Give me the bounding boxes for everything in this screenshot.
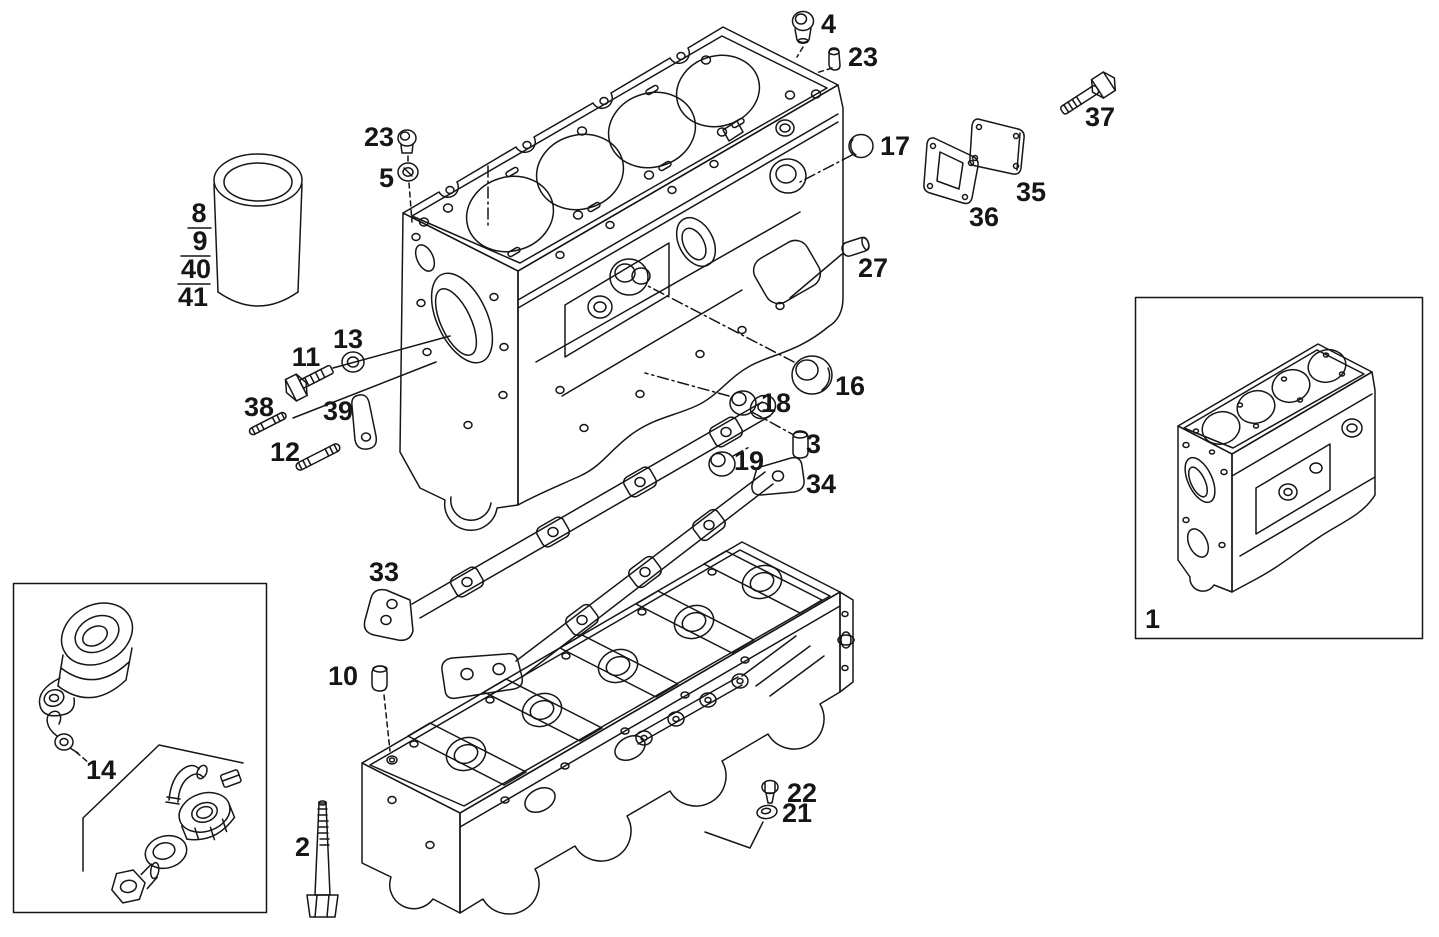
leader-lines — [75, 46, 853, 849]
crankcase-right-end — [837, 591, 855, 693]
callout-1: 1 — [1145, 604, 1160, 634]
part-12-stud — [295, 443, 341, 471]
part-14-washer — [144, 834, 188, 870]
callout-18: 18 — [761, 388, 791, 418]
part-11-bolt — [284, 364, 334, 402]
cylinder-block-top-face — [402, 26, 839, 272]
part-16-cup-plug — [791, 355, 833, 395]
part-21-washer — [756, 804, 778, 820]
part-35-cover-plate — [969, 118, 1025, 175]
part-19-cup-plug — [708, 451, 736, 477]
part-2-bolt — [306, 800, 339, 918]
callout-8: 8 — [191, 198, 206, 228]
cylinder-bore-4 — [675, 54, 761, 128]
part-14-union-nut — [178, 791, 236, 841]
callout-21: 21 — [782, 798, 812, 828]
callout-39: 39 — [323, 396, 353, 426]
callout-34: 34 — [806, 469, 836, 499]
crankcase-front-face — [459, 591, 841, 915]
callout-3: 3 — [806, 429, 821, 459]
part-14-spacer-block — [219, 769, 242, 788]
assembled-block-drawing — [1177, 343, 1376, 593]
callout-13: 13 — [333, 324, 363, 354]
callout-16: 16 — [835, 371, 865, 401]
part-27-plug — [841, 236, 870, 257]
callout-37: 37 — [1085, 102, 1115, 132]
cylinder-bore-3 — [607, 91, 697, 169]
callout-35: 35 — [1016, 177, 1046, 207]
part-5-washer — [397, 162, 419, 182]
callout-33: 33 — [369, 557, 399, 587]
cylinder-block-front-face — [517, 84, 844, 506]
part-23-plug-left — [397, 129, 417, 154]
callout-41: 41 — [178, 282, 208, 312]
part-14-clip — [46, 710, 79, 754]
part-39-plate — [351, 394, 378, 450]
freeze-plug-bore — [609, 258, 649, 296]
part-10-dowel-pin — [371, 665, 388, 692]
cylinder-bore-2 — [535, 133, 625, 211]
hardware-parts — [248, 10, 1117, 918]
callout-23-left: 23 — [364, 122, 394, 152]
part-14-housing — [38, 602, 134, 717]
part-23-pin-top — [828, 47, 841, 71]
cylinder-liner-drawing — [177, 153, 303, 307]
part-14-hex-plug — [111, 861, 160, 904]
callout-27: 27 — [858, 253, 888, 283]
part-14-elbow-fitting — [165, 764, 208, 805]
dowel-pin-hole — [386, 755, 398, 765]
crankcase-left-face — [361, 762, 461, 914]
callout-40: 40 — [181, 254, 211, 284]
gasket-34-drawing — [441, 456, 805, 700]
cylinder-block-drawing — [399, 26, 844, 532]
callout-36: 36 — [969, 202, 999, 232]
callout-19: 19 — [734, 446, 764, 476]
part-36-gasket-plate — [923, 137, 979, 205]
cylinder-block-left-face — [399, 212, 519, 532]
callout-14: 14 — [86, 755, 116, 785]
part-13-washer — [341, 351, 365, 373]
inset-box-assembled-block — [1134, 296, 1424, 640]
callout-17: 17 — [880, 131, 910, 161]
part-22-bolt — [761, 779, 779, 804]
callout-9: 9 — [192, 226, 207, 256]
callout-22: 22 — [787, 778, 817, 808]
oil-gallery-detail — [633, 635, 825, 746]
callout-12: 12 — [270, 437, 300, 467]
part-3-dowel — [792, 430, 809, 459]
part-17-cup-plug — [848, 133, 874, 159]
crankcase-drawing — [361, 541, 855, 915]
callout-11: 11 — [292, 342, 321, 372]
callout-4: 4 — [821, 9, 836, 39]
part-37-bolt — [1060, 71, 1117, 115]
callout-38: 38 — [244, 392, 274, 422]
callout-10: 10 — [328, 661, 358, 691]
callout-2: 2 — [295, 832, 310, 862]
main-bearing-saddles — [407, 550, 823, 786]
deck-bolt-holes — [418, 55, 822, 258]
inset-box-small-parts — [12, 582, 268, 914]
part-18-cup-plug — [729, 390, 757, 416]
inset-group-leader — [82, 744, 244, 872]
callout-23-top: 23 — [848, 42, 878, 72]
callout-5: 5 — [379, 163, 394, 193]
liner-label-dividers — [177, 227, 212, 285]
cylinder-bore-1 — [465, 175, 555, 253]
end-face-boss — [769, 158, 807, 194]
part-38-stud — [248, 411, 287, 436]
part-4-plug — [791, 10, 815, 45]
gasket-33-drawing — [363, 394, 777, 642]
